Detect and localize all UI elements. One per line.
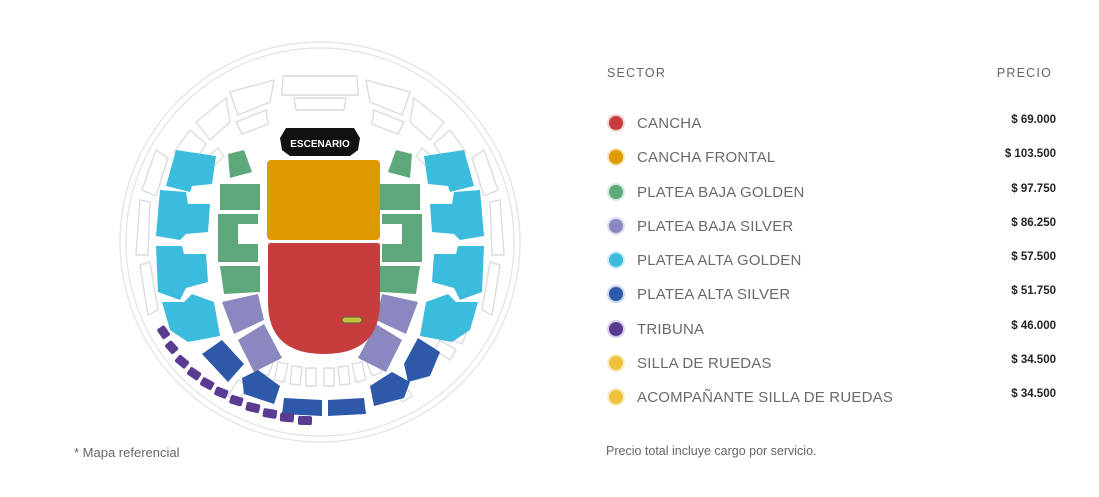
sector-platea-alta-golden[interactable] [156, 150, 484, 342]
sector-price: $ 57.500 [1011, 251, 1056, 264]
wheelchair-spot[interactable] [341, 316, 363, 324]
sector-price: $ 34.500 [1011, 388, 1056, 401]
sector-platea-baja-silver[interactable] [222, 294, 418, 372]
sector-price: $ 51.750 [1011, 285, 1056, 298]
header-sector: SECTOR [607, 66, 667, 80]
sector-color-dot [607, 388, 625, 407]
table-header: SECTOR PRECIO [606, 66, 1056, 86]
sector-cancha[interactable] [268, 243, 380, 354]
sector-row[interactable]: CANCHA $ 69.000 [606, 113, 1056, 147]
sector-name: PLATEA ALTA GOLDEN [637, 252, 802, 270]
sector-color-dot [607, 114, 625, 132]
sector-tribuna[interactable] [156, 325, 313, 426]
map-note: * Mapa referencial [74, 445, 180, 460]
sector-color-dot [607, 354, 625, 373]
sector-price: $ 103.500 [1004, 148, 1056, 161]
sector-name: SILLA DE RUEDAS [637, 355, 772, 373]
sector-row[interactable]: PLATEA ALTA SILVER $ 51.750 [606, 284, 1056, 318]
sector-price: $ 34.500 [1011, 354, 1056, 367]
sector-color-dot [607, 216, 625, 235]
sector-row[interactable]: PLATEA ALTA GOLDEN $ 57.500 [606, 250, 1056, 284]
venue-map-svg: ESCENARIO [119, 41, 521, 443]
sector-name: PLATEA ALTA SILVER [637, 286, 791, 304]
stage-label: ESCENARIO [290, 139, 350, 150]
sector-name: PLATEA BAJA GOLDEN [637, 183, 805, 201]
sector-cancha-frontal[interactable] [267, 160, 380, 240]
sector-name: CANCHA FRONTAL [637, 149, 776, 167]
sector-price: $ 97.750 [1011, 182, 1056, 195]
sector-price: $ 86.250 [1011, 216, 1056, 229]
sector-color-dot [607, 285, 625, 304]
sector-color-dot [607, 182, 625, 201]
venue-map: ESCENARIO [118, 40, 522, 444]
header-price: PRECIO [996, 66, 1052, 80]
sector-color-dot [607, 148, 625, 167]
sector-color-dot [607, 251, 625, 270]
sector-row[interactable]: SILLA DE RUEDAS $ 34.500 [606, 353, 1056, 387]
sector-platea-baja-golden[interactable] [218, 150, 422, 294]
sector-row[interactable]: ACOMPAÑANTE SILLA DE RUEDAS $ 34.500 [606, 387, 1056, 421]
sector-row[interactable]: CANCHA FRONTAL $ 103.500 [606, 147, 1056, 181]
sector-row[interactable]: TRIBUNA $ 46.000 [606, 319, 1056, 353]
sector-price: $ 46.000 [1011, 319, 1056, 332]
sector-name: PLATEA BAJA SILVER [637, 217, 794, 235]
sector-name: TRIBUNA [637, 320, 705, 338]
sector-name: ACOMPAÑANTE SILLA DE RUEDAS [637, 389, 894, 407]
sector-row[interactable]: PLATEA BAJA SILVER $ 86.250 [606, 216, 1056, 250]
sector-row[interactable]: PLATEA BAJA GOLDEN $ 97.750 [606, 182, 1056, 216]
sector-price: $ 69.000 [1011, 114, 1056, 126]
sector-color-dot [607, 319, 625, 338]
stage [280, 128, 360, 156]
sector-name: CANCHA [637, 115, 702, 132]
sector-platea-alta-silver[interactable] [202, 338, 440, 416]
price-footnote: Precio total incluye cargo por servicio. [606, 444, 817, 458]
